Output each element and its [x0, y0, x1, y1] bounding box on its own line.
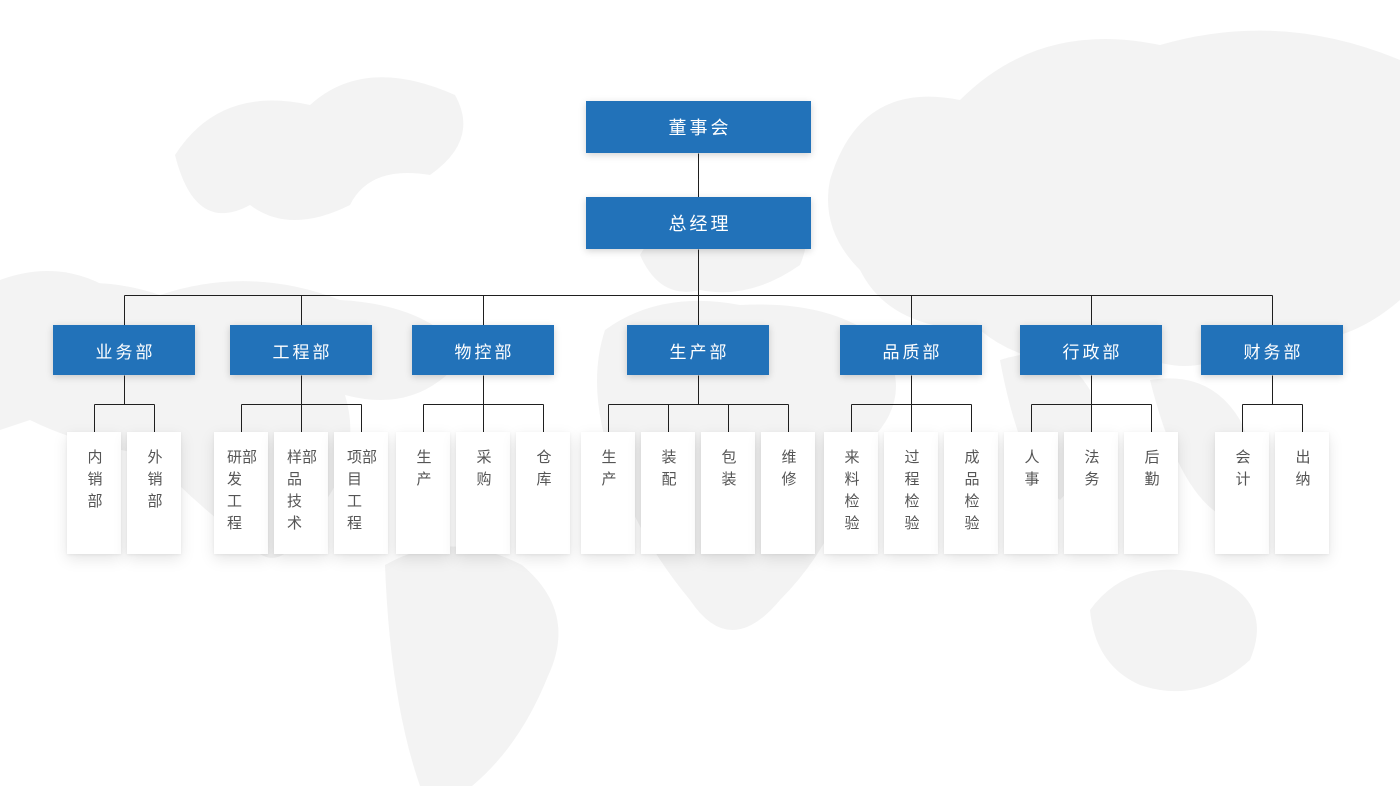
department-node: 财务部 [1201, 325, 1343, 375]
department-node: 业务部 [53, 325, 195, 375]
sub-department-label: 来料检验 [842, 449, 860, 537]
sub-department-node: 仓库 [516, 432, 570, 554]
sub-department-node: 人事 [1004, 432, 1058, 554]
department-label: 业务部 [95, 342, 156, 362]
sub-department-label: 生产 [414, 449, 432, 493]
sub-department-label: 项目工程部 [345, 449, 377, 537]
sub-department-label: 内销部 [85, 449, 103, 515]
sub-department-node: 来料检验 [824, 432, 878, 554]
sub-department-label: 人事 [1022, 449, 1040, 493]
map-greenland-shape [175, 77, 464, 220]
department-node: 品质部 [840, 325, 982, 375]
department-node: 物控部 [412, 325, 554, 375]
general-manager-node: 总经理 [586, 197, 811, 249]
map-south-america-shape [385, 546, 559, 786]
map-alaska-shape [0, 271, 112, 342]
sub-department-node: 采购 [456, 432, 510, 554]
department-label: 工程部 [272, 342, 333, 362]
sub-department-node: 研发工程部 [214, 432, 268, 554]
department-label: 行政部 [1062, 342, 1123, 362]
sub-department-node: 生产 [581, 432, 635, 554]
general-manager-label: 总经理 [668, 214, 732, 234]
department-node: 工程部 [230, 325, 372, 375]
sub-department-label: 研发工程部 [225, 449, 257, 537]
sub-department-node: 法务 [1064, 432, 1118, 554]
sub-department-node: 出纳 [1275, 432, 1329, 554]
sub-department-node: 生产 [396, 432, 450, 554]
sub-department-node: 外销部 [127, 432, 181, 554]
department-label: 物控部 [454, 342, 515, 362]
sub-department-node: 过程检验 [884, 432, 938, 554]
sub-department-label: 维修 [779, 449, 797, 493]
sub-department-node: 样品技术部 [274, 432, 328, 554]
department-node: 行政部 [1020, 325, 1162, 375]
sub-department-label: 出纳 [1293, 449, 1311, 493]
sub-department-node: 成品检验 [944, 432, 998, 554]
sub-department-label: 样品技术部 [285, 449, 317, 537]
board-label: 董事会 [668, 118, 732, 138]
sub-department-label: 仓库 [534, 449, 552, 493]
sub-department-label: 包装 [719, 449, 737, 493]
sub-department-label: 外销部 [145, 449, 163, 515]
sub-department-node: 会计 [1215, 432, 1269, 554]
department-label: 生产部 [669, 342, 730, 362]
sub-department-node: 后勤 [1124, 432, 1178, 554]
department-label: 品质部 [882, 342, 943, 362]
map-australia-shape [1090, 569, 1257, 692]
sub-department-label: 生产 [599, 449, 617, 493]
sub-department-node: 内销部 [67, 432, 121, 554]
department-label: 财务部 [1243, 342, 1304, 362]
board-node: 董事会 [586, 101, 811, 153]
sub-department-node: 维修 [761, 432, 815, 554]
department-node: 生产部 [627, 325, 769, 375]
sub-department-node: 装配 [641, 432, 695, 554]
sub-department-label: 过程检验 [902, 449, 920, 537]
map-asia-shape [828, 30, 1400, 367]
sub-department-label: 装配 [659, 449, 677, 493]
sub-department-label: 法务 [1082, 449, 1100, 493]
sub-department-label: 后勤 [1142, 449, 1160, 493]
sub-department-label: 采购 [474, 449, 492, 493]
sub-department-node: 项目工程部 [334, 432, 388, 554]
sub-department-label: 会计 [1233, 449, 1251, 493]
sub-department-label: 成品检验 [962, 449, 980, 537]
sub-department-node: 包装 [701, 432, 755, 554]
